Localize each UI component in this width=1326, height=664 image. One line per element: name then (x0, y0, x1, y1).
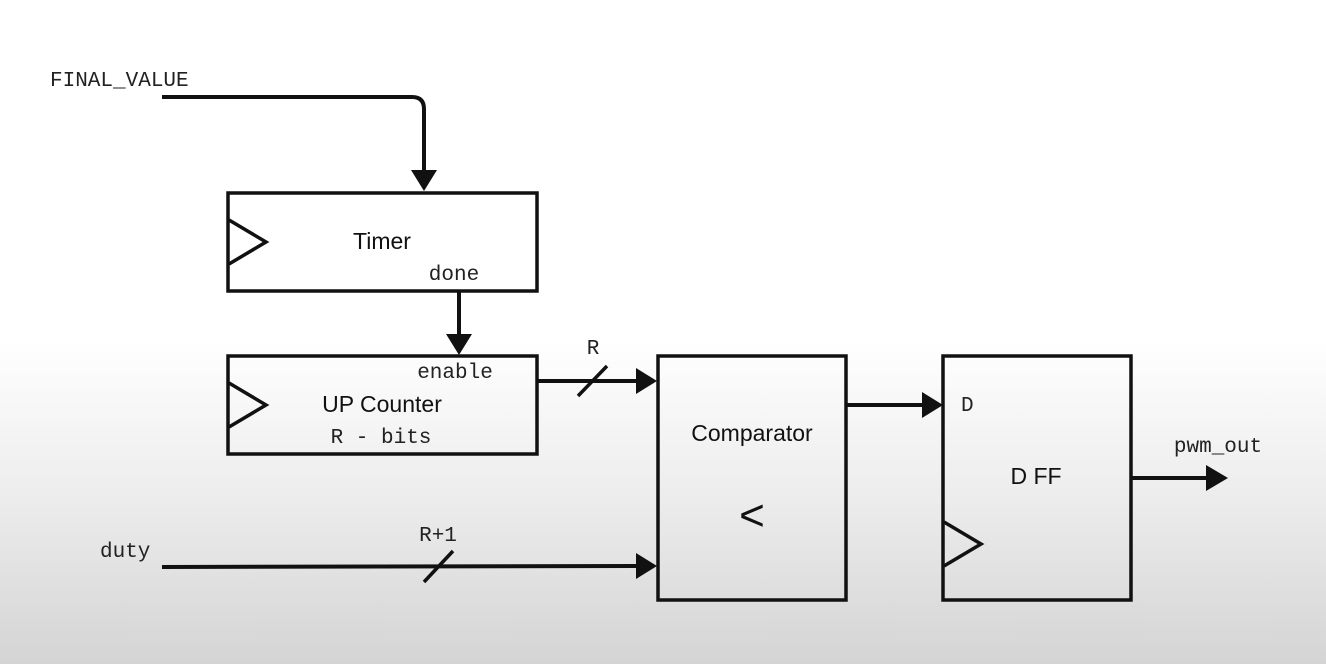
pwm-out-label: pwm_out (1174, 436, 1262, 459)
final-value-wire (162, 95, 426, 172)
dff-clock-icon (943, 520, 985, 568)
timer-done-port: done (429, 264, 479, 287)
comparator-operator: < (739, 491, 765, 540)
final-value-arrowhead (411, 170, 437, 191)
bus-r-label: R (587, 338, 600, 361)
duty-label: duty (100, 541, 150, 564)
counter-enable-port: enable (417, 362, 493, 385)
counter-width-label: R - bits (331, 427, 432, 450)
pwm-out-arrowhead (1206, 465, 1228, 491)
bus-r-plus-1-tick (422, 549, 455, 584)
counter-title: UP Counter (322, 391, 442, 417)
counter-box (226, 354, 539, 456)
final-value-label: FINAL_VALUE (50, 70, 189, 93)
timer-box (226, 191, 539, 293)
bus-r-tick (576, 364, 609, 398)
timer-title: Timer (353, 228, 411, 254)
duty-arrowhead (636, 553, 657, 579)
comparator-box (656, 354, 848, 602)
dff-block: D D FF (941, 354, 1133, 602)
comparator-dff-arrowhead (922, 392, 943, 418)
counter-comparator-arrowhead (636, 368, 657, 394)
duty-wire (161, 564, 639, 569)
counter-block: enable UP Counter R - bits (226, 354, 539, 456)
comparator-block: Comparator < (656, 354, 848, 602)
comparator-title: Comparator (691, 420, 813, 446)
dff-d-port: D (961, 395, 974, 418)
timer-block: Timer done (226, 191, 539, 293)
done-enable-arrowhead (446, 334, 472, 355)
timer-clock-icon (228, 218, 270, 266)
dff-title: D FF (1010, 463, 1061, 489)
bus-r-plus-1-label: R+1 (419, 525, 457, 548)
counter-clock-icon (228, 381, 270, 429)
